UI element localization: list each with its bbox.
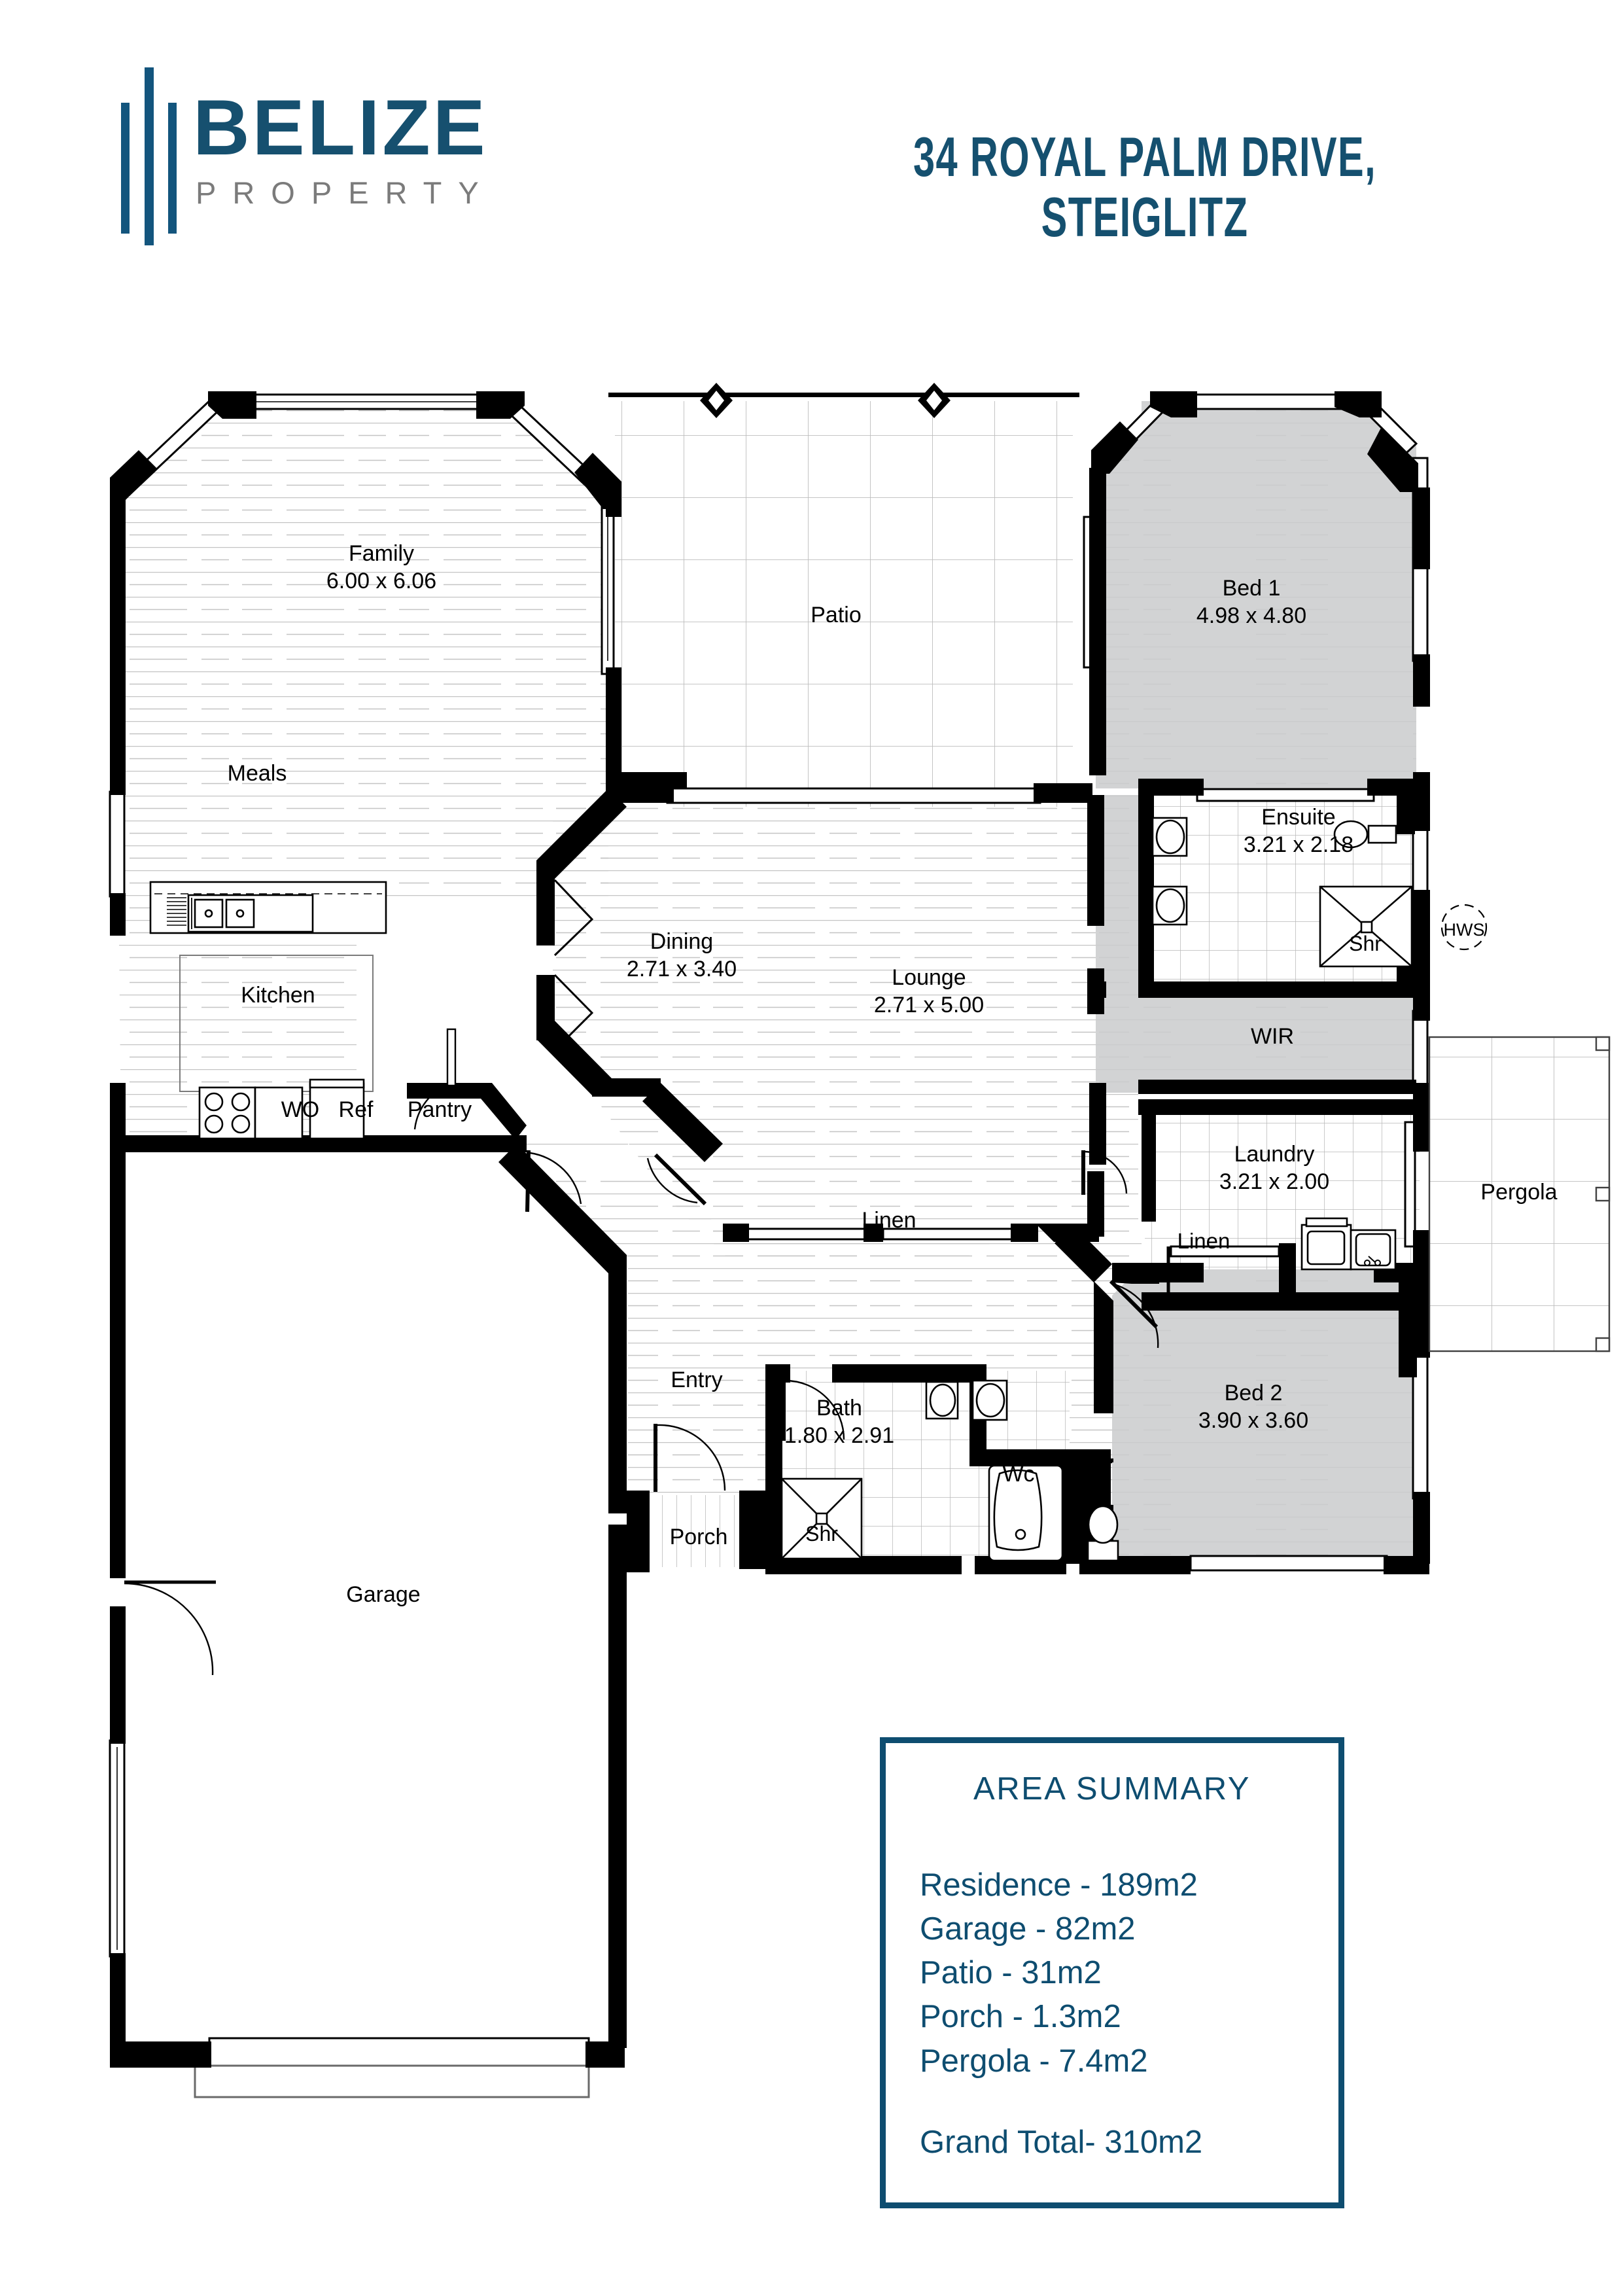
brand-logo: BELIZE PROPERTY [121, 56, 540, 245]
page-header: BELIZE PROPERTY 34 ROYAL PALM DRIVE, STE… [0, 0, 1623, 301]
pergola-outline [1428, 1036, 1611, 1352]
ensuite-cistern-icon [1367, 824, 1397, 844]
label-lounge: Lounge [892, 965, 966, 990]
label-wc: Wc [1002, 1462, 1034, 1487]
label-shr-ensuite: Shr [1349, 932, 1382, 955]
label-garage: Garage [346, 1582, 420, 1607]
floor-pergola [1429, 1037, 1609, 1351]
area-item-pergola: Pergola - 7.4m2 [920, 2043, 1148, 2079]
label-laundry-dims: 3.21 x 2.00 [1219, 1169, 1329, 1194]
label-bath: Bath [816, 1396, 862, 1421]
wall-oven-icon [254, 1086, 304, 1140]
ensuite-toilet-icon [1333, 820, 1369, 849]
area-summary-title: AREA SUMMARY [973, 1771, 1251, 1807]
fixtures [149, 817, 1488, 1562]
label-pergola: Pergola [1480, 1180, 1557, 1205]
floor-bed2 [1112, 1250, 1416, 1561]
fridge-icon [309, 1082, 365, 1140]
floor-porch [648, 1495, 742, 1567]
area-item-porch: Porch - 1.3m2 [920, 1999, 1121, 2035]
label-bed2: Bed 2 [1225, 1381, 1283, 1405]
label-shr-bath: Shr [805, 1522, 838, 1545]
property-address-line1: 34 ROYAL PALM DRIVE, [913, 126, 1377, 188]
label-laundry: Laundry [1234, 1142, 1315, 1167]
label-hws: HWS [1444, 920, 1485, 940]
logo-bar-icon [168, 103, 177, 234]
label-kitchen: Kitchen [241, 983, 315, 1008]
floor-patio [615, 401, 1073, 807]
area-summary-grand-total: Grand Total- 310m2 [920, 2124, 1203, 2160]
label-pantry: Pantry [408, 1097, 472, 1122]
label-bed2-dims: 3.90 x 3.60 [1198, 1408, 1308, 1433]
label-dining-dims: 2.71 x 3.40 [627, 957, 737, 981]
area-item-patio: Patio - 31m2 [920, 1955, 1102, 1991]
label-patio: Patio [811, 603, 862, 627]
label-ensuite: Ensuite [1261, 805, 1335, 830]
label-ensuite-dims: 3.21 x 2.18 [1244, 832, 1353, 857]
label-bed1: Bed 1 [1223, 576, 1281, 601]
property-title: 34 ROYAL PALM DRIVE, STEIGLITZ [798, 128, 1492, 248]
hws-icon [1440, 904, 1488, 951]
label-entry: Entry [671, 1368, 722, 1392]
door-swings [124, 879, 1170, 1676]
label-wo: WO [281, 1097, 320, 1122]
label-lounge-dims: 2.71 x 5.00 [874, 993, 984, 1017]
logo-bar-icon [121, 103, 130, 234]
room-labels: Family 6.00 x 6.06 Meals Kitchen WO Ref … [228, 541, 1558, 1607]
logo-bar-icon [145, 67, 154, 245]
floor-wir [1096, 991, 1416, 1093]
wc-toilet-icon [1087, 1505, 1119, 1544]
label-family: Family [349, 541, 414, 566]
floor-bed1 [1142, 401, 1416, 788]
area-item-garage: Garage - 82m2 [920, 1911, 1136, 1947]
label-porch: Porch [670, 1525, 728, 1549]
area-summary-panel: AREA SUMMARY Residence - 189m2 Garage - … [880, 1737, 1344, 2208]
property-address-line2: STEIGLITZ [1041, 186, 1249, 249]
floor-family-meals-kitchen [114, 401, 608, 1135]
label-ref: Ref [339, 1097, 374, 1122]
floor-bed1-left [1096, 414, 1142, 788]
label-wir: WIR [1251, 1024, 1294, 1049]
label-linen-lounge: Linen [862, 1208, 916, 1233]
label-bath-dims: 1.80 x 2.91 [784, 1423, 894, 1448]
area-item-residence: Residence - 189m2 [920, 1867, 1198, 1903]
brand-name: BELIZE [193, 84, 488, 171]
walls [110, 383, 1430, 2068]
brand-subtitle: PROPERTY [196, 175, 495, 210]
label-dining: Dining [650, 929, 713, 954]
wc-cistern-icon [1087, 1540, 1119, 1562]
label-meals: Meals [228, 761, 287, 786]
area-summary-list: Residence - 189m2 Garage - 82m2 Patio - … [920, 1863, 1338, 2083]
label-linen-laundry: Linen [1178, 1229, 1230, 1253]
label-bed1-dims: 4.98 x 4.80 [1196, 603, 1306, 628]
label-family-dims: 6.00 x 6.06 [326, 569, 436, 593]
